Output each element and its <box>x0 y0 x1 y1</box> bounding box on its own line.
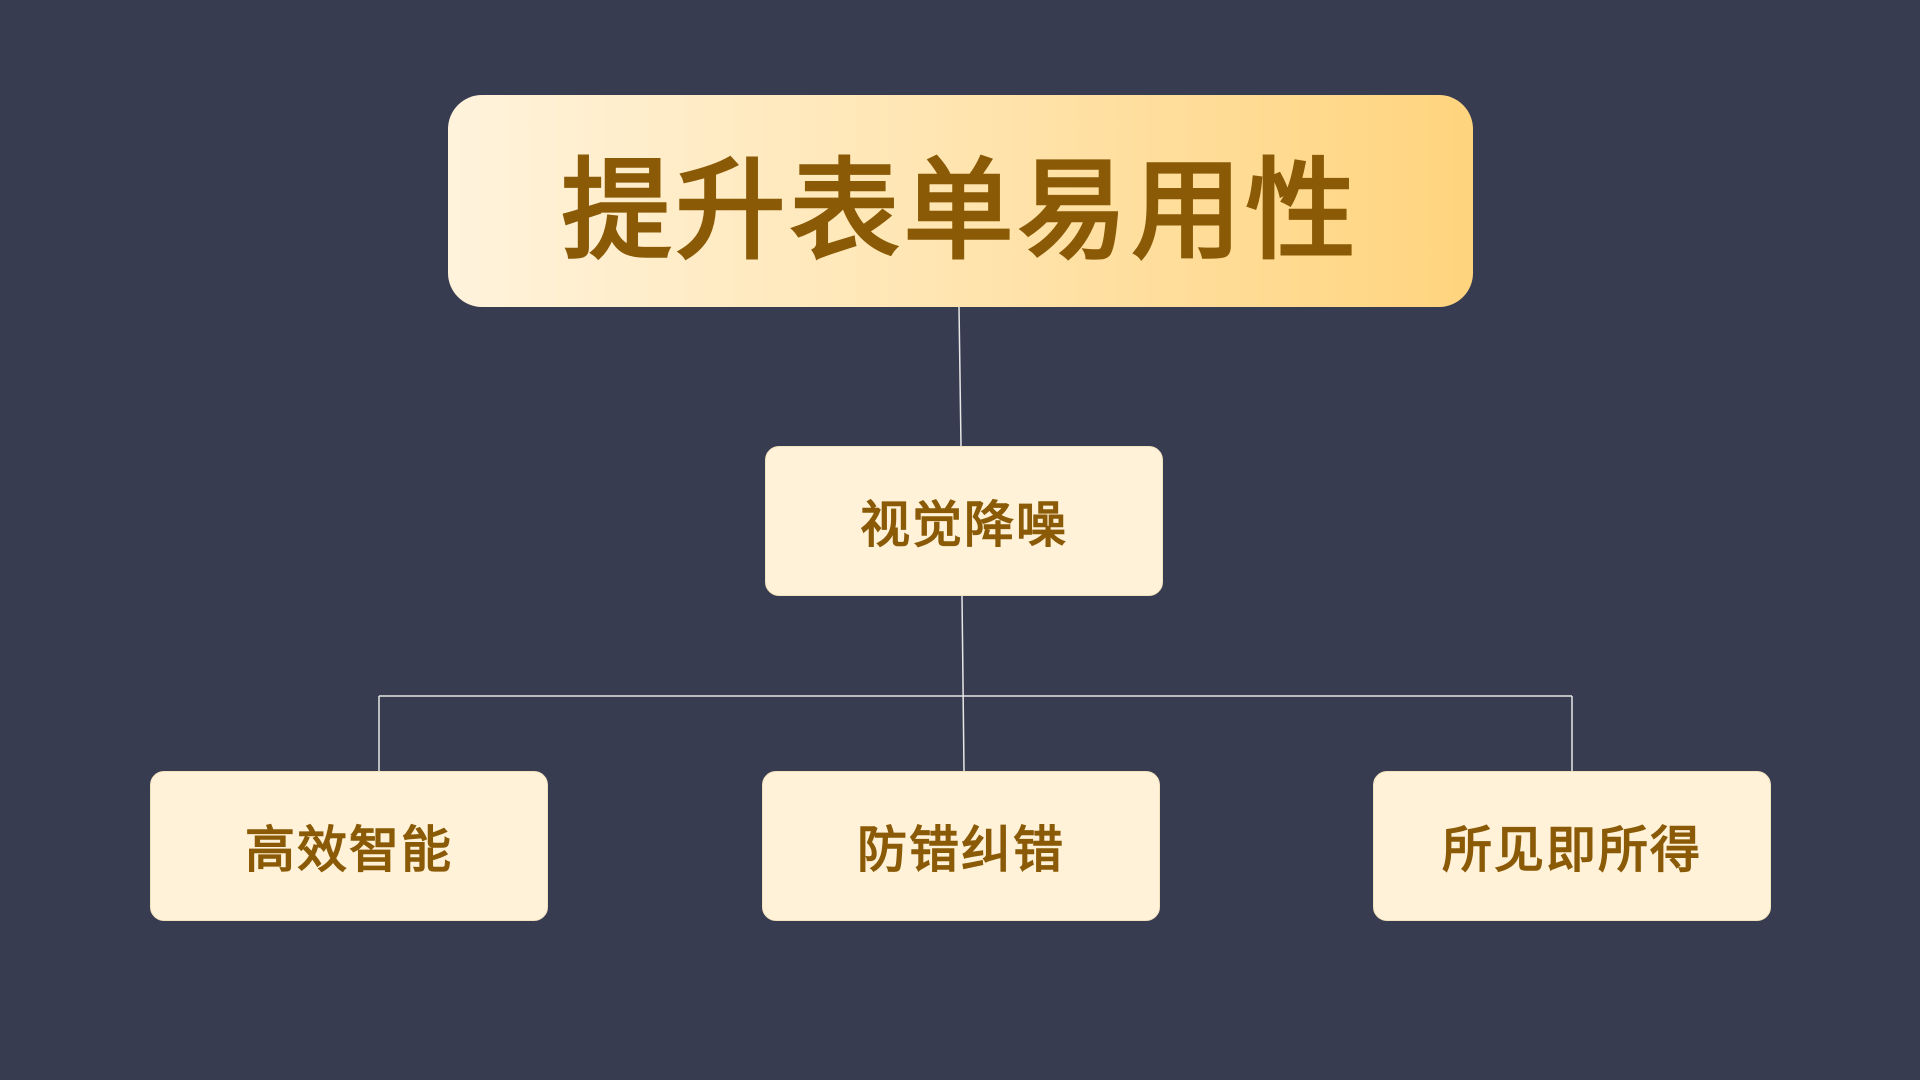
leaf-node-label: 防错纠错 <box>857 820 1065 879</box>
leaf-node-label: 高效智能 <box>245 820 453 879</box>
connector-middle-down <box>961 595 965 772</box>
middle-node-label: 视觉降噪 <box>860 495 1068 554</box>
leaf-node: 防错纠错 <box>762 771 1160 921</box>
leaf-node: 所见即所得 <box>1373 771 1771 921</box>
leaf-node: 高效智能 <box>150 771 548 921</box>
middle-node: 视觉降噪 <box>765 446 1163 596</box>
root-node-label: 提升表单易用性 <box>561 146 1360 275</box>
leaf-node-label: 所见即所得 <box>1442 820 1702 879</box>
connector-root-to-middle <box>958 306 962 447</box>
root-node: 提升表单易用性 <box>448 95 1473 307</box>
